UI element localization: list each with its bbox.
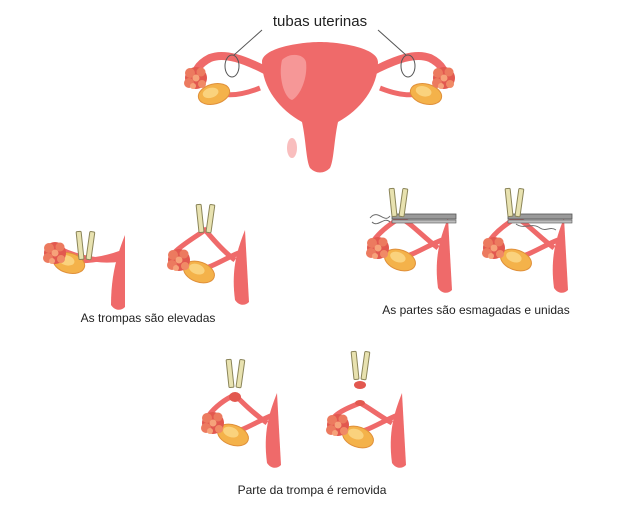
title-label: tubas uterinas xyxy=(273,13,367,30)
uterus-illustration xyxy=(184,29,455,173)
suture-thread-icon xyxy=(369,214,391,225)
step1-diagram-a xyxy=(43,230,125,310)
tubal-clip-icon xyxy=(225,358,246,389)
tubal-clip-icon xyxy=(350,350,371,381)
tubal-clip-icon xyxy=(388,187,409,218)
suture-thread-icon xyxy=(515,223,557,231)
step1-caption: As trompas são elevadas xyxy=(81,311,216,325)
step2-caption: As partes são esmagadas e unidas xyxy=(382,303,569,317)
step1-diagram-b xyxy=(167,203,249,305)
tubal-clip-icon xyxy=(504,187,525,218)
step2-diagram-a xyxy=(366,187,457,293)
step3-caption: Parte da trompa é removida xyxy=(238,483,387,497)
step2-diagram-b xyxy=(482,187,573,293)
step3-diagram-a xyxy=(201,358,281,468)
step3-diagram-b xyxy=(326,350,406,468)
